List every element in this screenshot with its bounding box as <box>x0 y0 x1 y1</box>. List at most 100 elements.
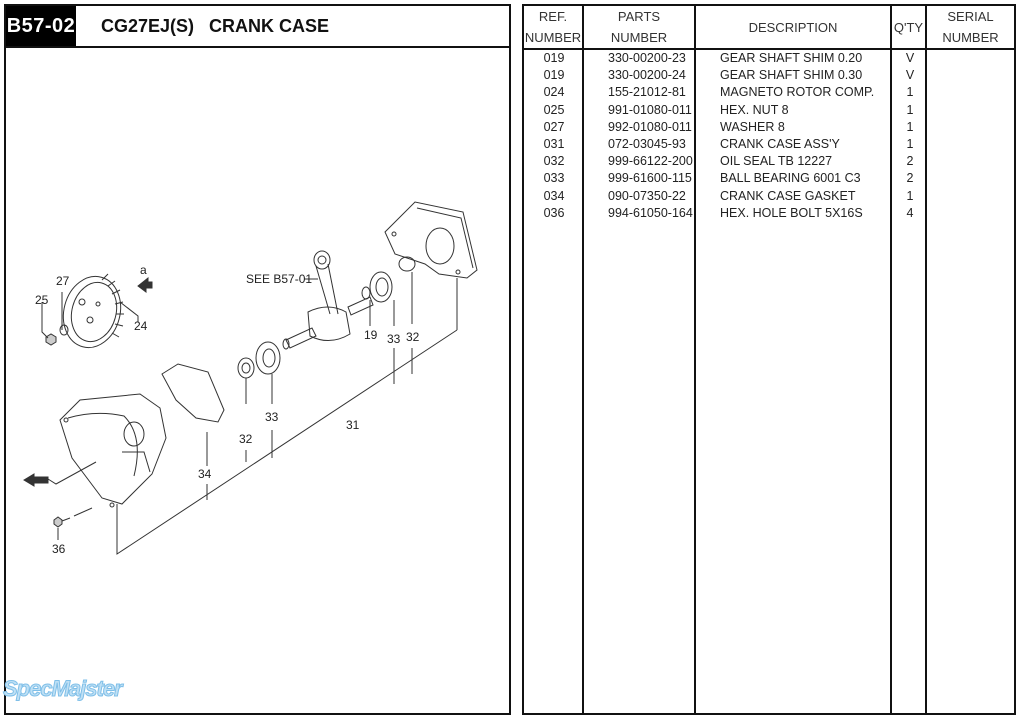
diagram-panel: B57-02 CG27EJ(S) CRANK CASE <box>4 4 511 715</box>
crankshaft-drawing <box>282 250 374 350</box>
page-title: CG27EJ(S) CRANK CASE <box>101 16 330 36</box>
callout-34: 34 <box>198 467 212 481</box>
qty-cell: 4 <box>906 205 914 220</box>
qty-cell: 2 <box>906 171 914 186</box>
column-divider <box>925 6 927 713</box>
qty-cell: 1 <box>906 119 914 134</box>
header-text: NUMBER <box>610 30 668 45</box>
qty-cell: 1 <box>906 85 914 100</box>
exploded-diagram: 25 27 24 a SEE B57-01 19 33 32 31 33 32 … <box>6 48 509 713</box>
header-text: SERIAL <box>947 9 994 24</box>
parts-table: REF. NUMBER PARTS NUMBER DESCRIPTION Q'T… <box>522 4 1016 715</box>
ref-number-cell: 033 <box>543 171 565 186</box>
ref-number-cell: 019 <box>543 68 565 83</box>
qty-cell: V <box>905 68 915 83</box>
table-row: 036 994-61050-164 HEX. HOLE BOLT 5X16S 4 <box>524 205 1014 222</box>
table-row: 031 072-03045-93 CRANK CASE ASS'Y 1 <box>524 136 1014 153</box>
callout-32-lower: 32 <box>239 432 253 446</box>
page-code: B57-02 <box>6 6 76 46</box>
ref-number-cell: 025 <box>543 102 565 117</box>
header-description: DESCRIPTION <box>696 6 890 48</box>
part-number-cell: 155-21012-81 <box>608 85 686 100</box>
column-divider <box>694 6 696 713</box>
column-divider <box>582 6 584 713</box>
callout-27: 27 <box>56 274 70 288</box>
part-number-cell: 090-07350-22 <box>608 188 686 203</box>
ref-number-cell: 019 <box>543 51 565 65</box>
ref-number-cell: 034 <box>543 188 565 203</box>
callout-33-lower: 33 <box>265 410 279 424</box>
qty-cell: 1 <box>906 102 914 117</box>
hex-nut-drawing <box>45 333 57 346</box>
bearing-drawing <box>369 271 393 303</box>
table-row: 034 090-07350-22 CRANK CASE GASKET 1 <box>524 188 1014 205</box>
part-number-cell: 072-03045-93 <box>608 137 686 151</box>
qty-cell: 1 <box>906 137 914 151</box>
oil-seal-drawing <box>237 357 255 379</box>
header-text: PARTS <box>617 9 661 24</box>
hex-bolt-drawing <box>53 516 63 528</box>
column-divider <box>890 6 892 713</box>
part-number-cell: 999-66122-200 <box>608 154 693 169</box>
bearing-lower-drawing <box>255 341 281 375</box>
exploded-view-drawing: 25 27 24 a SEE B57-01 19 33 32 31 33 32 … <box>23 201 478 556</box>
ref-number-cell: 027 <box>543 119 565 134</box>
callout-24: 24 <box>134 319 148 333</box>
callout-31: 31 <box>346 418 360 432</box>
part-number-cell: 994-61050-164 <box>608 205 693 220</box>
part-number-cell: 991-01080-011 <box>608 102 692 117</box>
part-number-cell: 992-01080-011 <box>608 119 692 134</box>
description-cell: CRANK CASE GASKET <box>720 188 856 203</box>
description-cell: CRANK CASE ASS'Y <box>720 137 840 151</box>
crank-case-right-drawing <box>384 201 478 279</box>
header-parts-number: PARTS NUMBER <box>584 6 694 48</box>
washer-drawing <box>59 324 69 336</box>
shim-drawing <box>361 286 371 300</box>
callout-36: 36 <box>52 542 66 556</box>
callout-19: 19 <box>364 328 378 342</box>
ref-number-cell: 024 <box>543 85 565 100</box>
table-row: 027 992-01080-011 WASHER 8 1 <box>524 119 1014 136</box>
header-text: NUMBER <box>524 30 582 45</box>
ref-number-cell: 032 <box>543 154 565 169</box>
description-cell: WASHER 8 <box>720 119 785 134</box>
table-row: 032 999-66122-200 OIL SEAL TB 12227 2 <box>524 153 1014 170</box>
arrow-left-icon <box>23 473 49 487</box>
header-serial-number: SERIAL NUMBER <box>927 6 1014 48</box>
callout-33-upper: 33 <box>387 332 401 346</box>
description-cell: GEAR SHAFT SHIM 0.30 <box>720 68 863 83</box>
gasket-drawing <box>161 363 225 423</box>
see-reference-note: SEE B57-01 <box>246 272 312 286</box>
header-ref-number: REF. NUMBER <box>524 6 582 48</box>
part-number-cell: 999-61600-115 <box>608 171 692 186</box>
watermark-logo: SpecMajster <box>3 676 124 702</box>
callout-32-upper: 32 <box>406 330 420 344</box>
callout-25: 25 <box>35 293 49 307</box>
description-cell: GEAR SHAFT SHIM 0.20 <box>720 51 863 65</box>
ref-number-cell: 031 <box>543 137 565 151</box>
header-qty: Q'TY <box>892 6 925 48</box>
header-text: NUMBER <box>942 30 999 45</box>
ref-number-cell: 036 <box>543 205 565 220</box>
qty-cell: V <box>905 51 915 65</box>
part-number-cell: 330-00200-24 <box>608 68 686 83</box>
part-number-cell: 330-00200-23 <box>608 51 686 65</box>
table-row: 025 991-01080-011 HEX. NUT 8 1 <box>524 102 1014 119</box>
arrow-label-a: a <box>140 263 147 277</box>
header-text: REF. <box>538 9 568 24</box>
header-text: Q'TY <box>893 19 924 35</box>
description-cell: HEX. HOLE BOLT 5X16S <box>720 205 863 220</box>
title-bar: B57-02 CG27EJ(S) CRANK CASE <box>6 6 509 48</box>
description-cell: OIL SEAL TB 12227 <box>720 154 833 169</box>
table-row: 019 330-00200-23 GEAR SHAFT SHIM 0.20 V <box>524 50 1014 67</box>
arrow-a-icon <box>137 276 153 293</box>
header-text: DESCRIPTION <box>748 19 838 35</box>
table-row: 019 330-00200-24 GEAR SHAFT SHIM 0.30 V <box>524 67 1014 84</box>
crank-case-left-drawing <box>59 393 167 508</box>
header-separator <box>524 48 1014 50</box>
qty-cell: 2 <box>906 154 914 169</box>
description-cell: HEX. NUT 8 <box>720 102 789 117</box>
qty-cell: 1 <box>906 188 914 203</box>
